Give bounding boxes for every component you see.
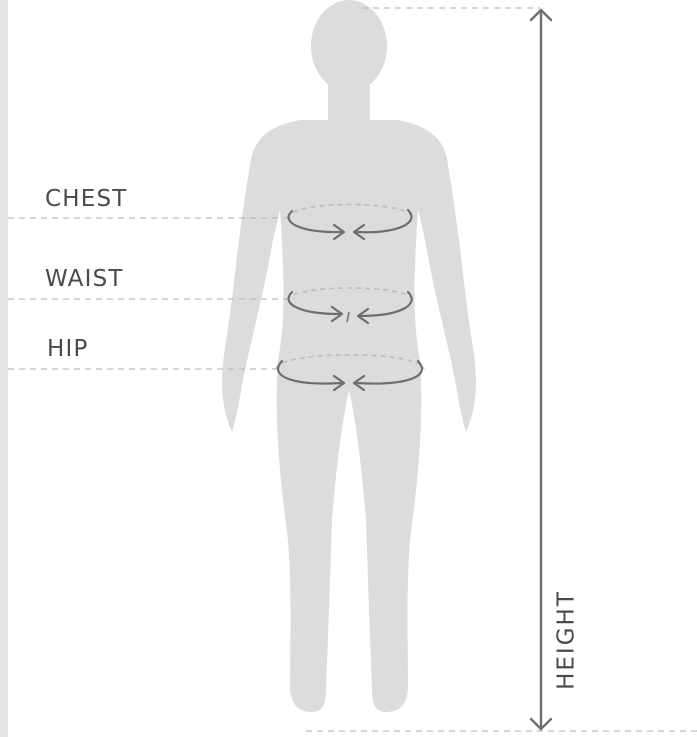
hip-label: HIP <box>47 338 89 361</box>
height-arrow <box>531 10 551 729</box>
body-silhouette <box>222 0 476 712</box>
torso-and-limbs <box>222 120 476 712</box>
waist-label: WAIST <box>45 268 124 291</box>
head <box>311 0 387 92</box>
chest-label: CHEST <box>45 188 128 211</box>
neck <box>328 80 370 120</box>
height-label: HEIGHT <box>556 590 579 690</box>
